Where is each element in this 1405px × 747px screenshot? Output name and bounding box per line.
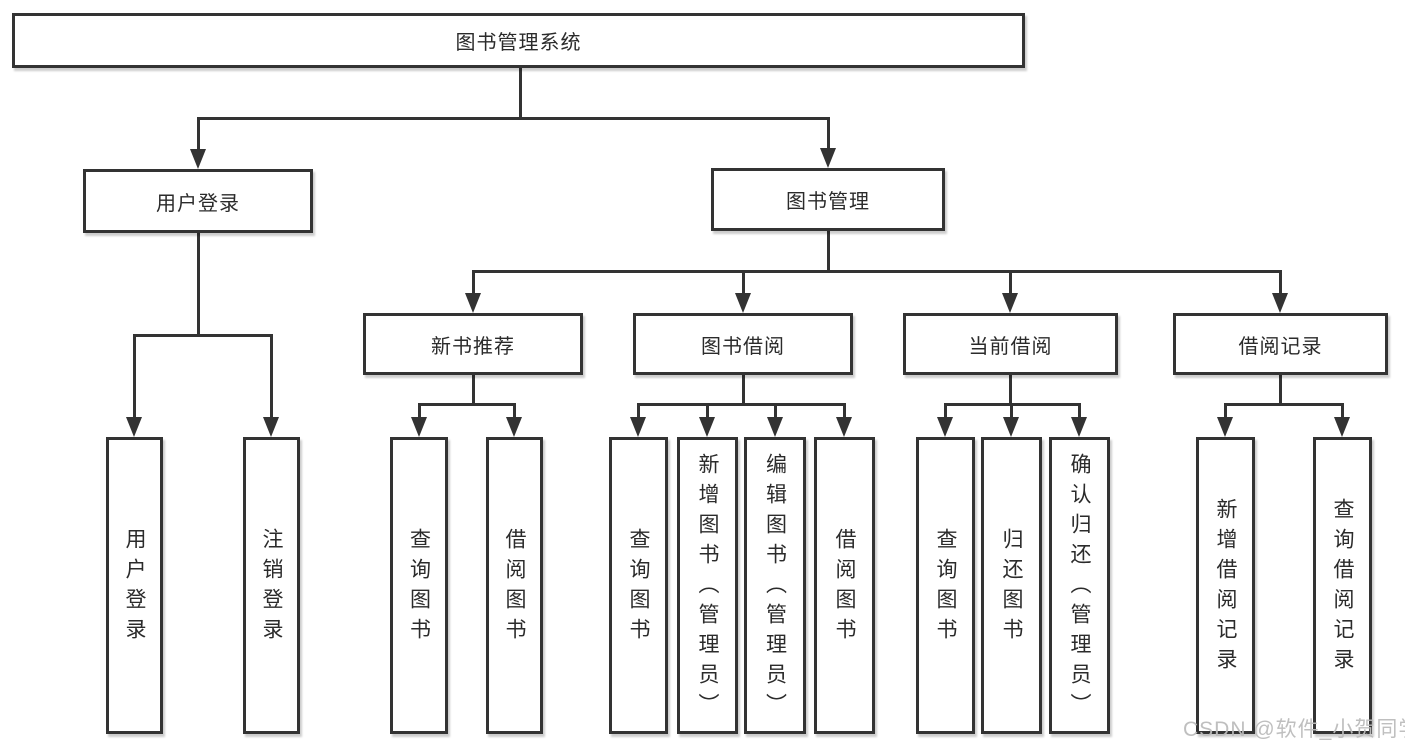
connector-book-management-stem [827, 231, 830, 273]
connector-drop-leaf-logout [270, 334, 273, 417]
leaf-return-books: 归还图书 [981, 437, 1042, 734]
leaf-borrow-books-recommend: 借阅图书 [486, 437, 543, 734]
connector-drop-leaf-user-login [133, 334, 136, 417]
connector-book-borrowing-rail [637, 403, 846, 406]
connector-drop-query-record [1341, 403, 1344, 417]
node-new-book-recommendation: 新书推荐 [363, 313, 583, 375]
node-library-system: 图书管理系统 [12, 13, 1025, 68]
leaf-edit-books-admin: 编辑图书（管理员） [744, 437, 806, 734]
connector-drop-query-rec [418, 403, 421, 417]
connector-drop-user-login [197, 117, 200, 149]
leaf-query-books-borrowing: 查询图书 [609, 437, 668, 734]
connector-drop-book-borrowing [742, 270, 745, 293]
arrow-book-borrowing [735, 293, 751, 313]
arrow-return-books [1003, 417, 1019, 437]
connector-borrowing-records-rail [1224, 403, 1344, 406]
connector-new-book-rec-stem [472, 375, 475, 405]
connector-drop-return-books [1010, 403, 1013, 417]
connector-drop-new-book-rec [472, 270, 475, 293]
arrow-edit-books [767, 417, 783, 437]
connector-drop-current-borrowing [1009, 270, 1012, 293]
connector-drop-query-cur [944, 403, 947, 417]
connector-current-borrowing-stem [1009, 375, 1012, 405]
node-user-login: 用户登录 [83, 169, 313, 233]
connector-level2-rail [197, 117, 830, 120]
connector-user-login-stem [197, 233, 200, 335]
arrow-query-bor [630, 417, 646, 437]
connector-new-book-rec-rail [418, 403, 516, 406]
arrow-add-books [699, 417, 715, 437]
arrow-new-book-rec [465, 293, 481, 313]
arrow-query-rec [411, 417, 427, 437]
leaf-logout-login: 注销登录 [243, 437, 300, 734]
connector-drop-edit-books [774, 403, 777, 417]
connector-drop-add-record [1224, 403, 1227, 417]
leaf-add-books-admin: 新增图书（管理员） [677, 437, 738, 734]
arrow-leaf-user-login [126, 417, 142, 437]
connector-root-stem [519, 68, 522, 118]
leaf-confirm-return-admin: 确认归还（管理员） [1049, 437, 1110, 734]
arrow-add-record [1217, 417, 1233, 437]
node-book-borrowing: 图书借阅 [633, 313, 853, 375]
connector-drop-book-management [827, 117, 830, 148]
connector-level3-rail [472, 270, 1282, 273]
arrow-confirm-return [1071, 417, 1087, 437]
node-borrowing-records: 借阅记录 [1173, 313, 1388, 375]
connector-drop-borrowing-records [1279, 270, 1282, 293]
leaf-borrow-books-borrowing: 借阅图书 [814, 437, 875, 734]
watermark: CSDN @软件_小贺同学 [1183, 718, 1405, 741]
connector-drop-add-books [706, 403, 709, 417]
arrow-leaf-logout [263, 417, 279, 437]
leaf-add-borrowing-record: 新增借阅记录 [1196, 437, 1255, 734]
connector-drop-borrow-rec [513, 403, 516, 417]
arrow-query-cur [937, 417, 953, 437]
arrow-query-record [1334, 417, 1350, 437]
connector-book-borrowing-stem [742, 375, 745, 405]
connector-drop-borrow-bor [843, 403, 846, 417]
arrow-borrow-bor [836, 417, 852, 437]
arrow-borrowing-records [1272, 293, 1288, 313]
leaf-query-books-current: 查询图书 [916, 437, 975, 734]
arrow-current-borrowing [1002, 293, 1018, 313]
leaf-user-login: 用户登录 [106, 437, 163, 734]
arrow-borrow-rec [506, 417, 522, 437]
connector-drop-confirm-return [1078, 403, 1081, 417]
connector-borrowing-records-stem [1279, 375, 1282, 405]
leaf-query-borrowing-record: 查询借阅记录 [1313, 437, 1372, 734]
node-current-borrowing: 当前借阅 [903, 313, 1118, 375]
leaf-query-books-recommend: 查询图书 [390, 437, 448, 734]
node-book-management: 图书管理 [711, 168, 945, 231]
connector-user-login-rail [133, 334, 273, 337]
arrow-user-login [190, 149, 206, 169]
connector-drop-query-bor [637, 403, 640, 417]
arrow-book-management [820, 148, 836, 168]
